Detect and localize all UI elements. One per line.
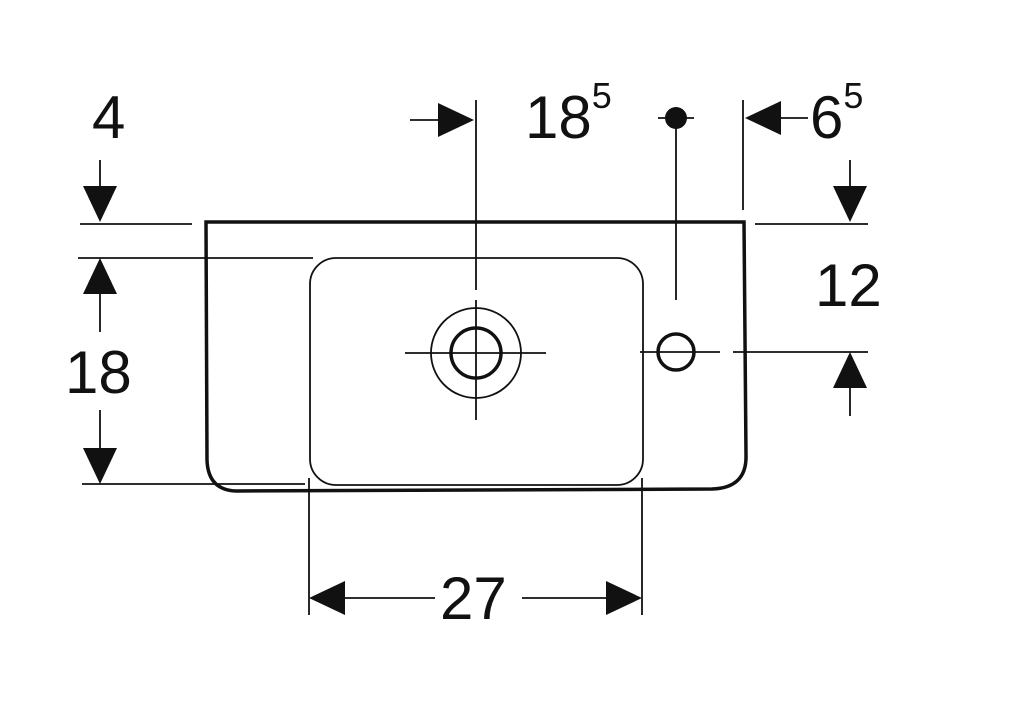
dim-tap-from-top: 12 bbox=[815, 252, 882, 319]
dim-drain-offset: 185 bbox=[525, 75, 612, 151]
arrow-left bbox=[309, 581, 345, 615]
arrow-right bbox=[606, 581, 642, 615]
arrow-down bbox=[83, 186, 117, 222]
arrow-right bbox=[438, 103, 474, 137]
arrow-down bbox=[83, 448, 117, 484]
dim-bowl-width: 27 bbox=[440, 565, 507, 632]
arrow-down bbox=[833, 186, 867, 222]
dim-top-margin: 4 bbox=[92, 84, 125, 151]
dim-tap-edge: 65 bbox=[810, 75, 863, 151]
basin-outline bbox=[204, 220, 748, 493]
dim-bowl-depth: 18 bbox=[65, 339, 132, 406]
arrow-left bbox=[745, 101, 781, 135]
arrow-up bbox=[83, 258, 117, 294]
arrow-up bbox=[833, 352, 867, 388]
